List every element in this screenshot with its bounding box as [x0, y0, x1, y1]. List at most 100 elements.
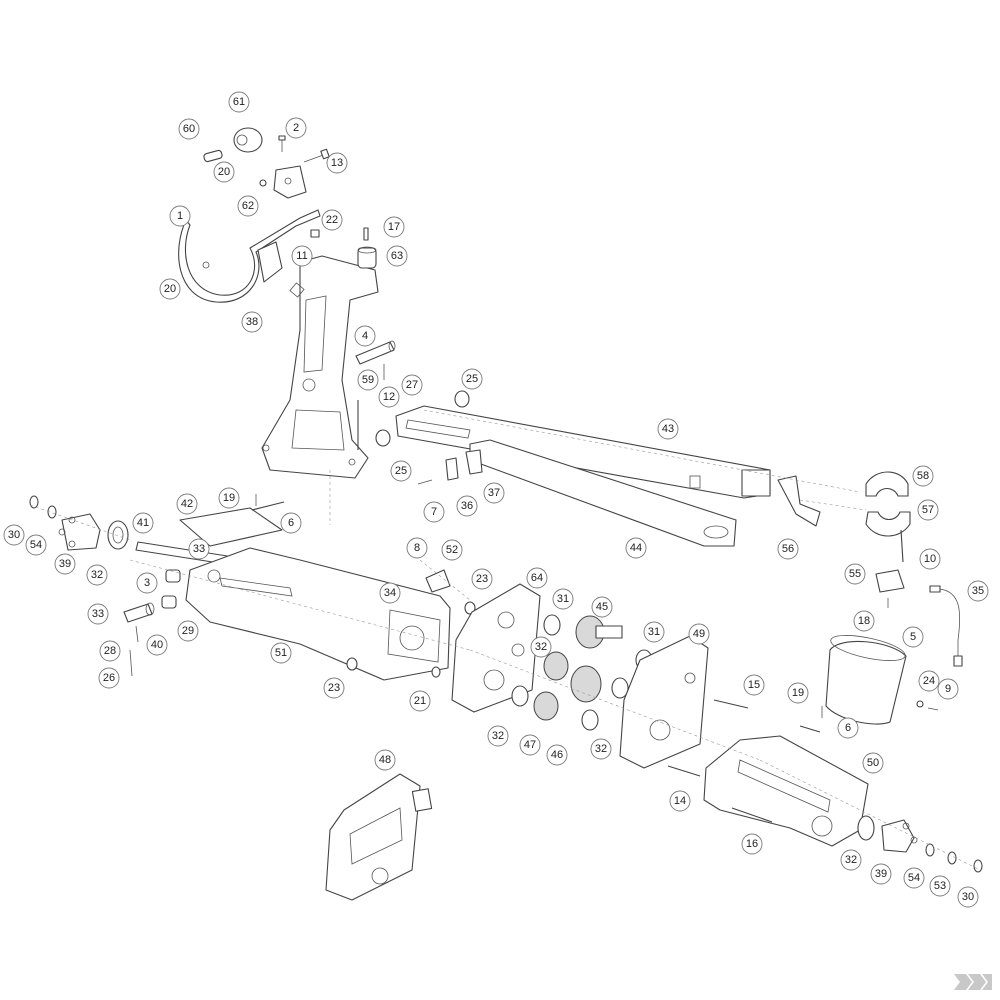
pin-6-top	[251, 501, 285, 511]
callout-7: 7	[423, 501, 445, 523]
callout-55: 55	[844, 563, 866, 585]
gearbox-half-49	[619, 635, 709, 769]
callout-30: 30	[3, 524, 25, 546]
callout-19: 19	[218, 487, 240, 509]
callout-14: 14	[669, 790, 691, 812]
callout-39: 39	[870, 863, 892, 885]
svg-text:23: 23	[476, 573, 488, 585]
callout-34: 34	[379, 582, 401, 604]
callout-10: 10	[919, 548, 941, 570]
callout-13: 13	[326, 152, 348, 174]
svg-text:58: 58	[917, 470, 929, 482]
gear-47	[533, 691, 559, 721]
svg-text:56: 56	[782, 543, 794, 555]
svg-text:61: 61	[233, 96, 245, 108]
svg-text:42: 42	[181, 498, 193, 510]
svg-text:13: 13	[331, 157, 343, 169]
callouts: 61 60 2 13 20 1 62 22 17 11 63 20 38 4 5…	[3, 91, 989, 908]
svg-text:52: 52	[446, 544, 458, 556]
svg-text:30: 30	[8, 529, 20, 541]
svg-text:33: 33	[92, 608, 104, 620]
callout-29: 29	[177, 620, 199, 642]
pipe-4	[355, 340, 396, 365]
svg-text:54: 54	[30, 539, 42, 551]
svg-text:32: 32	[845, 854, 857, 866]
callout-23: 23	[323, 677, 345, 699]
svg-text:25: 25	[466, 373, 478, 385]
svg-text:23: 23	[328, 682, 340, 694]
callout-59: 59	[357, 369, 379, 391]
callout-53: 53	[929, 875, 951, 897]
bracket-top	[273, 165, 307, 199]
svg-text:57: 57	[922, 504, 934, 516]
callout-62: 62	[237, 195, 259, 217]
callout-38: 38	[241, 311, 263, 333]
callout-41: 41	[132, 512, 154, 534]
callout-8: 8	[406, 537, 428, 559]
callout-4: 4	[354, 325, 376, 347]
callout-58: 58	[912, 465, 934, 487]
svg-text:37: 37	[488, 487, 500, 499]
bushing-29	[161, 595, 177, 609]
svg-text:22: 22	[326, 214, 338, 226]
arm-43	[395, 405, 771, 499]
washer-54-left	[47, 505, 57, 519]
bolt-7	[417, 479, 433, 485]
svg-text:38: 38	[246, 316, 258, 328]
svg-text:17: 17	[388, 221, 400, 233]
svg-text:19: 19	[792, 687, 804, 699]
svg-text:46: 46	[551, 749, 563, 761]
callout-1: 1	[169, 205, 191, 227]
callout-22: 22	[321, 209, 343, 231]
strap-1	[178, 209, 321, 303]
bolt-13	[303, 148, 330, 163]
svg-text:32: 32	[535, 641, 547, 653]
callout-54: 54	[903, 867, 925, 889]
mast-frame	[261, 255, 379, 525]
gear-45	[575, 615, 623, 649]
bushing-3	[165, 569, 181, 583]
pin-28	[135, 625, 139, 643]
callout-44: 44	[625, 537, 647, 559]
svg-text:16: 16	[746, 838, 758, 850]
callout-16: 16	[741, 833, 763, 855]
svg-text:53: 53	[934, 880, 946, 892]
svg-text:21: 21	[414, 695, 426, 707]
seal-23-lower	[346, 657, 358, 671]
svg-text:32: 32	[91, 569, 103, 581]
seal-21	[431, 666, 441, 678]
svg-text:5: 5	[910, 631, 916, 643]
svg-text:48: 48	[379, 754, 391, 766]
clamp-58	[865, 471, 909, 497]
svg-text:4: 4	[362, 330, 368, 342]
seal-23-top	[464, 601, 476, 615]
housing-51	[185, 547, 451, 681]
bearing-31-top-left	[543, 614, 561, 636]
callout-32: 32	[530, 636, 552, 658]
bolt-15	[713, 699, 749, 709]
callout-25: 25	[461, 368, 483, 390]
callout-31: 31	[552, 588, 574, 610]
svg-text:36: 36	[461, 500, 473, 512]
callout-51: 51	[270, 642, 292, 664]
gearbox-48	[325, 773, 433, 901]
callout-11: 11	[291, 245, 313, 267]
callout-61: 61	[228, 91, 250, 113]
svg-text:26: 26	[103, 672, 115, 684]
svg-text:55: 55	[849, 568, 861, 580]
svg-text:11: 11	[296, 250, 307, 262]
callout-15: 15	[743, 674, 765, 696]
svg-text:9: 9	[945, 683, 951, 695]
callout-20: 20	[159, 278, 181, 300]
svg-text:59: 59	[362, 374, 374, 386]
nut-22	[310, 229, 320, 238]
plate-42	[179, 507, 283, 547]
callout-57: 57	[917, 499, 939, 521]
callout-64: 64	[526, 567, 548, 589]
callout-23: 23	[471, 568, 493, 590]
bracket-37	[465, 449, 483, 475]
callout-19: 19	[787, 682, 809, 704]
pin-6-right	[799, 725, 821, 733]
svg-text:14: 14	[674, 795, 686, 807]
